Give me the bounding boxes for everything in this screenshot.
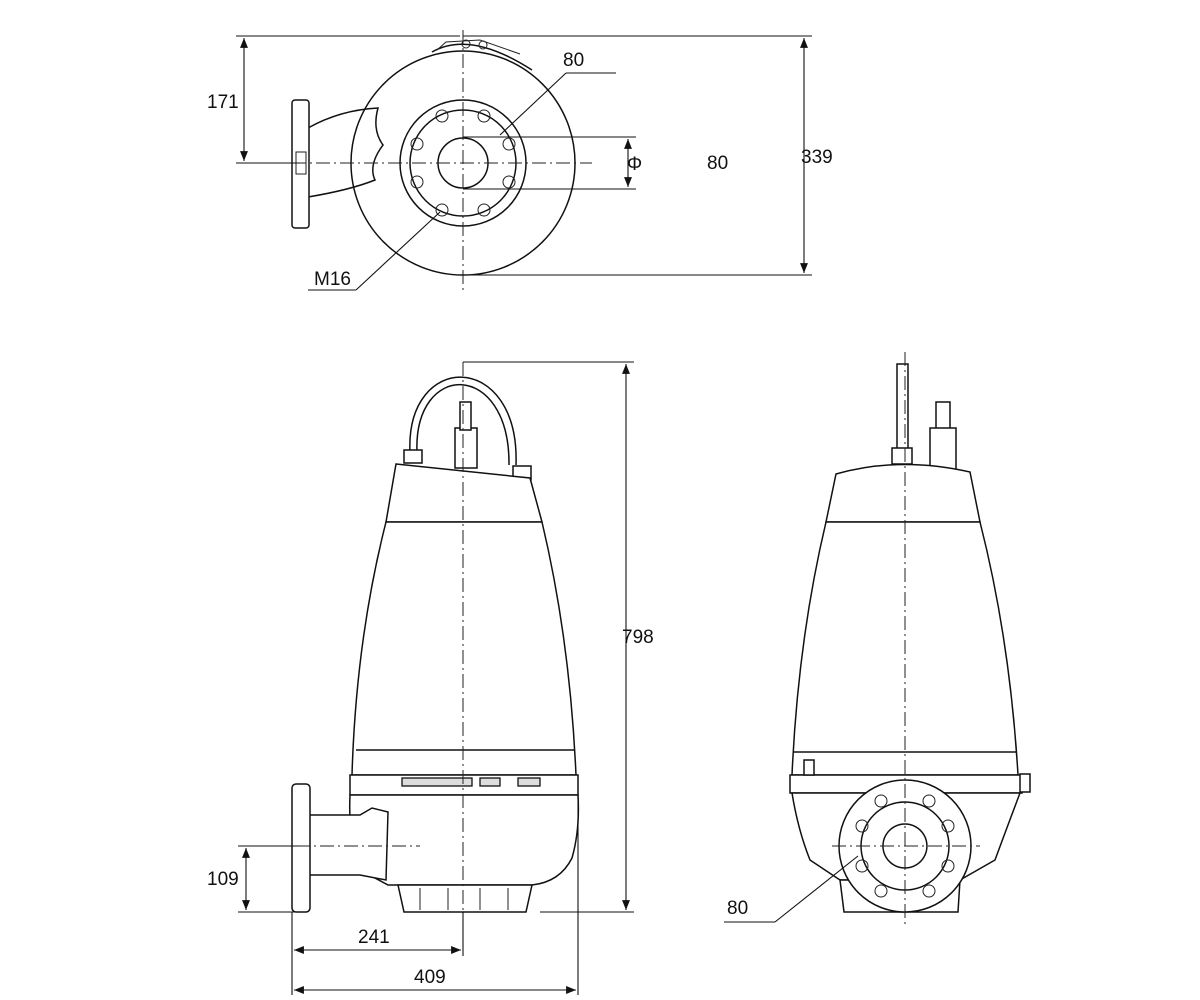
label-phi-symbol: Φ (627, 154, 642, 175)
top-view-discharge-pipe (307, 107, 384, 198)
top-view-bolts (410, 109, 516, 217)
side-view (789, 352, 1031, 925)
front-view-outlet-flange (291, 783, 311, 913)
top-view-flange (291, 99, 310, 229)
front-view-motor-housing (351, 521, 577, 776)
label-outlet-offset: 241 (358, 927, 390, 948)
front-view-handle (409, 376, 517, 466)
front-view-dimensions (238, 361, 634, 995)
label-top-height: 171 (207, 92, 239, 113)
label-overall-height: 798 (622, 627, 654, 648)
top-view (268, 30, 592, 292)
label-top-diameter-callout: 80 (563, 50, 584, 71)
side-view-bolts (855, 794, 955, 898)
front-view (272, 362, 580, 930)
side-view-dimensions (724, 855, 859, 923)
side-view-outlet-bore (882, 823, 928, 869)
top-view-dimensions (236, 35, 812, 291)
label-bolt-thread: M16 (314, 269, 351, 290)
side-view-top-cover (825, 463, 981, 523)
label-phi-value: 80 (707, 153, 728, 174)
label-outlet-height: 109 (207, 869, 239, 890)
label-side-flange-callout: 80 (727, 898, 748, 919)
front-view-cable-gland (454, 427, 478, 469)
top-view-handle (431, 43, 533, 71)
front-view-outlet-pipe (305, 807, 389, 881)
label-overall-depth: 409 (414, 967, 446, 988)
front-view-nut-left (403, 449, 423, 464)
label-top-width: 339 (801, 147, 833, 168)
side-view-cable-gland (929, 427, 957, 471)
side-view-cable-1 (896, 363, 909, 455)
front-view-feet (397, 884, 533, 913)
